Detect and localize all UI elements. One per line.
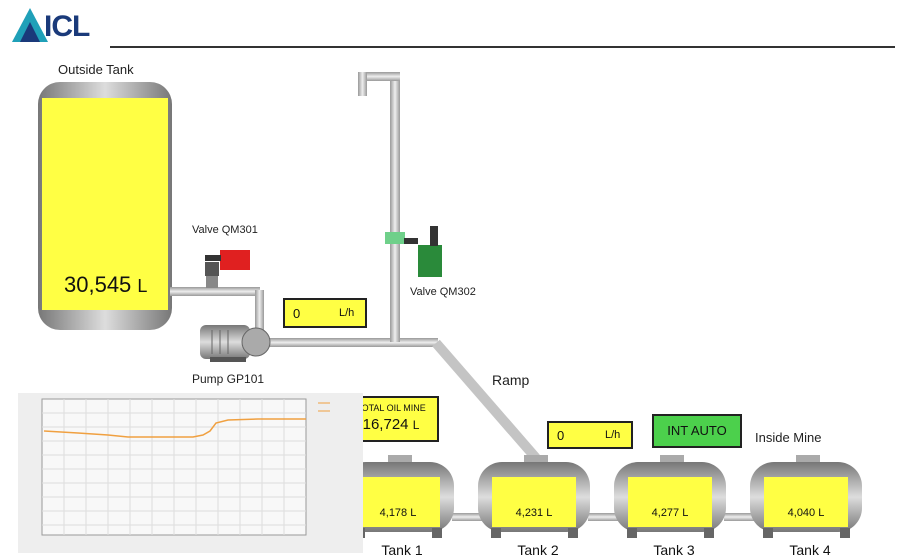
tank-4-volume: 4,040 L (787, 507, 825, 519)
pipe-segment (255, 290, 264, 335)
outside-tank-volume-unit: L (137, 276, 148, 296)
header-divider (110, 46, 895, 48)
total-oil-title: TOTAL OIL MINE (356, 403, 426, 413)
valve-qm302-icon[interactable] (385, 226, 442, 277)
pipe-segment (268, 338, 438, 347)
tank-4-name: Tank 4 (789, 542, 831, 558)
flow-display-2-value: 0 (557, 428, 565, 443)
logo-text: ICL (44, 10, 90, 43)
tank-2-volume: 4,231 L (515, 507, 553, 519)
pipe-segment (362, 72, 400, 81)
outside-tank-title: Outside Tank (58, 62, 134, 77)
tank-1-volume: 4,178 L (379, 507, 417, 519)
tank-3-volume: 4,277 L (651, 507, 689, 519)
trend-chart[interactable] (18, 393, 363, 553)
total-oil-value-row: 16,724 L (345, 416, 437, 433)
inside-mine-label: Inside Mine (755, 430, 822, 445)
outside-tank[interactable] (38, 82, 172, 330)
trend-chart-plot (41, 398, 330, 536)
total-oil-value: 16,724 (362, 416, 409, 433)
valve-qm302-label: Valve QM302 (410, 286, 476, 298)
valve-qm301-label: Valve QM301 (192, 224, 258, 236)
pump-gp101-label: Pump GP101 (192, 372, 265, 386)
flow-display-1-value: 0 (293, 306, 301, 321)
valve-qm301-icon[interactable] (205, 250, 250, 288)
pipe-connector (452, 513, 482, 521)
pipe-riser (390, 80, 400, 342)
pipe-connector (588, 513, 618, 521)
trend-series-line (43, 418, 306, 438)
flow-display-2[interactable]: 0 L/h (547, 421, 633, 449)
total-oil-unit: L (412, 418, 420, 432)
tank-2-name: Tank 2 (517, 542, 559, 558)
icl-logo (10, 4, 120, 48)
trend-grid (42, 399, 306, 535)
flow-display-2-unit: L/h (605, 429, 621, 441)
flow-display-1-unit: L/h (339, 307, 355, 319)
pipe-connector (724, 513, 754, 521)
outside-tank-volume: 30,545 L (64, 272, 147, 298)
pump-gp101-icon[interactable] (200, 325, 271, 362)
pipe-segment (358, 72, 367, 96)
tank-3-name: Tank 3 (653, 542, 695, 558)
mine-tank-3[interactable] (614, 455, 726, 538)
mine-tank-2[interactable] (478, 455, 590, 538)
outside-tank-volume-value: 30,545 (64, 272, 132, 297)
tank-1-name: Tank 1 (381, 542, 423, 558)
logo-triangle-icon (12, 8, 48, 42)
ramp-label: Ramp (492, 372, 530, 388)
mode-int-auto-button[interactable]: INT AUTO (652, 414, 742, 448)
flow-display-1[interactable]: 0 L/h (283, 298, 367, 328)
mine-tank-4[interactable] (750, 455, 862, 538)
pipe-segment (170, 287, 260, 296)
pipe-ramp (432, 339, 540, 462)
